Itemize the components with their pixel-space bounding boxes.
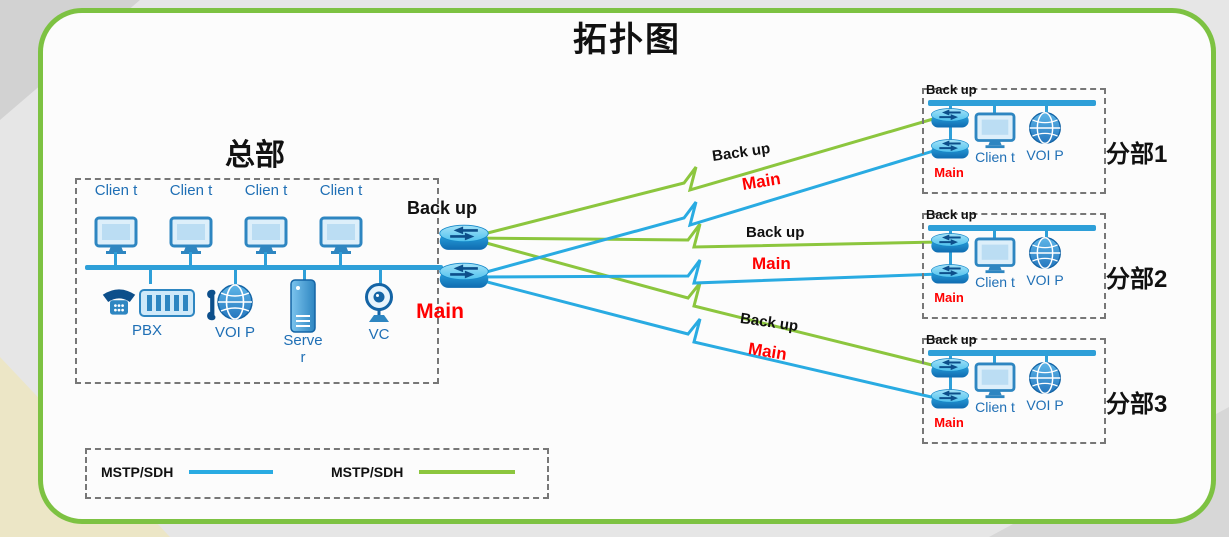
hq-client-1: Clien t <box>85 180 147 270</box>
connector-line <box>234 270 237 284</box>
legend-line-blue <box>189 470 273 474</box>
hq-group-box: Clien t Clien t Clien t Clien t PBX VOI … <box>75 178 443 384</box>
branch-lan-bus <box>928 100 1096 106</box>
diagram-title: 拓扑图 <box>573 21 681 59</box>
branch-client-label: Clien t <box>975 274 1015 290</box>
monitor-icon <box>244 216 288 256</box>
client-label: Clien t <box>94 182 138 199</box>
hq-backup-router-label: Back up <box>406 198 478 218</box>
connector-line <box>264 252 267 267</box>
connector-line <box>114 252 117 267</box>
hq-client-2: Clien t <box>160 180 222 270</box>
legend-box: MSTP/SDH MSTP/SDH <box>85 448 549 499</box>
connector-line <box>303 270 306 284</box>
branch-voip-label: VOI P <box>1026 272 1064 288</box>
hq-lan-bus <box>85 265 443 270</box>
monitor-icon <box>94 216 138 256</box>
connector-line <box>149 270 152 284</box>
connector-line <box>1045 354 1048 362</box>
hq-title: 总部 <box>225 139 285 172</box>
voip-label: VOI P <box>215 324 256 341</box>
monitor-icon <box>169 216 213 256</box>
pbx-rack-icon <box>139 288 195 323</box>
connector-line <box>189 252 192 267</box>
monitor-icon <box>974 112 1016 150</box>
monitor-icon <box>319 216 363 256</box>
globe-icon <box>1027 360 1063 396</box>
monitor-icon <box>974 362 1016 400</box>
branch-backup-router-label: Back up <box>926 82 977 97</box>
client-label: Clien t <box>169 182 213 199</box>
connector-line <box>993 104 996 114</box>
branch-3-box: Back up Main Clien t VOI P <box>922 332 1106 444</box>
vc-label: VC <box>368 326 390 343</box>
branch-lan-bus <box>928 350 1096 356</box>
branch-1-name: 分部1 <box>1106 141 1168 168</box>
hq-client-4: Clien t <box>310 180 372 270</box>
branch-lan-bus <box>928 225 1096 231</box>
hq-main-router-label: Main <box>416 300 464 323</box>
monitor-icon <box>974 237 1016 275</box>
connector-line <box>379 270 382 284</box>
branch-main-router-icon <box>930 262 970 289</box>
branch-voip-label: VOI P <box>1026 147 1064 163</box>
legend-line-green <box>419 470 515 474</box>
branch-voip-label: VOI P <box>1026 397 1064 413</box>
branch-main-router-icon <box>930 137 970 164</box>
branch-backup-router-icon <box>930 356 970 383</box>
connector-line <box>1045 229 1048 237</box>
pbx-label: PBX <box>131 322 162 339</box>
branch-2-box: Back up Main Clien t VOI P <box>922 207 1106 319</box>
legend-label-mstp-blue: MSTP/SDH <box>101 464 174 480</box>
client-label: Clien t <box>319 182 363 199</box>
branch-3-name: 分部3 <box>1106 391 1168 418</box>
client-label: Clien t <box>244 182 288 199</box>
connector-line <box>993 354 996 364</box>
link-main-label-2: Main <box>752 254 791 273</box>
globe-icon <box>1027 110 1063 146</box>
server-label: Serve r <box>283 332 323 367</box>
link-backup-label-2: Back up <box>746 224 805 241</box>
connector-line <box>339 252 342 267</box>
camera-icon <box>359 282 399 329</box>
branch-main-router-label: Main <box>934 415 964 430</box>
server-icon <box>289 278 317 339</box>
branch-main-router-label: Main <box>934 290 964 305</box>
branch-backup-router-label: Back up <box>926 207 977 222</box>
globe-icon <box>1027 235 1063 271</box>
branch-client-label: Clien t <box>975 149 1015 165</box>
branch-main-router-icon <box>930 387 970 414</box>
legend-label-mstp-green: MSTP/SDH <box>331 464 404 480</box>
branch-client-label: Clien t <box>975 399 1015 415</box>
branch-backup-router-label: Back up <box>926 332 977 347</box>
connector-line <box>1045 104 1048 112</box>
branch-2-name: 分部2 <box>1106 266 1168 293</box>
branch-backup-router-icon <box>930 106 970 133</box>
hq-backup-router-icon <box>438 222 490 257</box>
connector-line <box>993 229 996 239</box>
pbx-phone-icon <box>99 284 139 325</box>
hq-main-router-icon <box>438 260 490 295</box>
branch-1-box: Back up Main Clien t VOI P <box>922 82 1106 194</box>
branch-backup-router-icon <box>930 231 970 258</box>
globe-icon <box>215 282 255 327</box>
branch-main-router-label: Main <box>934 165 964 180</box>
hq-client-3: Clien t <box>235 180 297 270</box>
